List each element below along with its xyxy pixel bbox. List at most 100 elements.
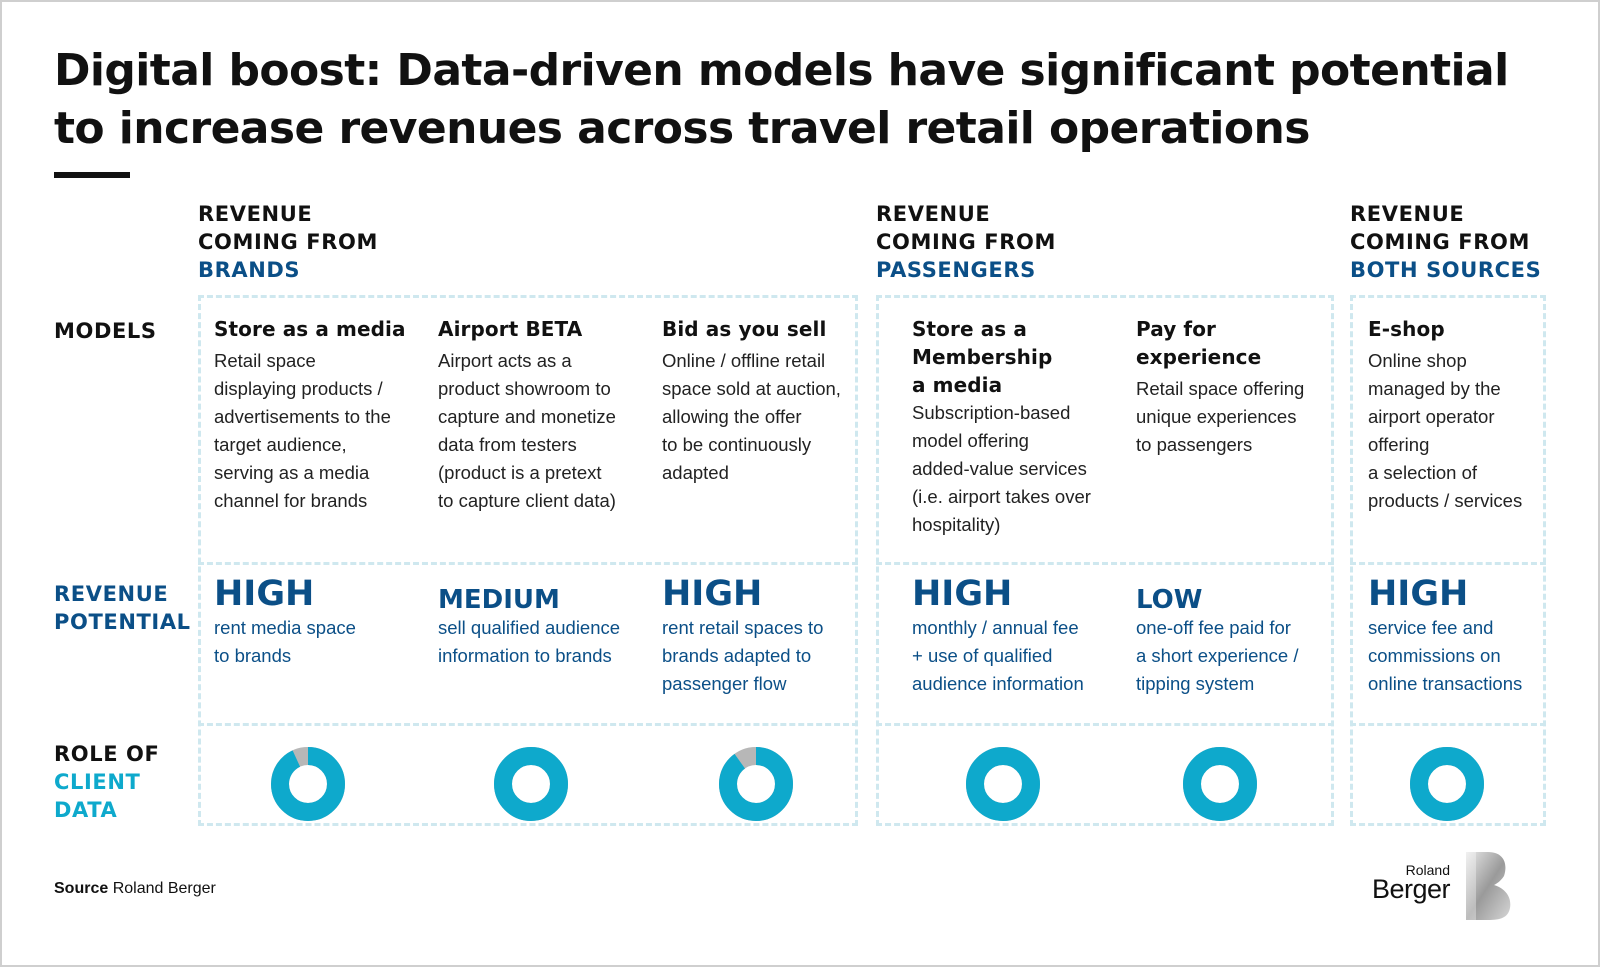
model-bid-as-you-sell: Bid as you sell Online / offline retail … — [662, 315, 862, 487]
desc-line: managed by the — [1368, 378, 1501, 399]
pot-line: passenger flow — [662, 673, 787, 694]
group-head-line2: COMING FROM — [198, 230, 378, 254]
desc-line: capture and monetize — [438, 406, 616, 427]
desc-line: Retail space offering — [1136, 378, 1305, 399]
potential-level: LOW — [1136, 585, 1203, 615]
pot-line: online transactions — [1368, 673, 1523, 694]
model-pay-for-experience: Pay for experience Retail space offering… — [1136, 315, 1336, 459]
pot-line: to brands — [214, 645, 292, 666]
potential-description: one-off fee paid for a short experience … — [1136, 614, 1346, 698]
donut-client-data-segment — [271, 747, 345, 821]
desc-line: a selection of — [1368, 462, 1478, 483]
row-label-line: CLIENT — [54, 770, 141, 794]
row-label-line: DATA — [54, 798, 118, 822]
pot-line: a short experience / — [1136, 645, 1299, 666]
model-name: Store as a Membership a media — [912, 315, 1112, 399]
desc-line: to capture client data) — [438, 490, 616, 511]
pot-line: tipping system — [1136, 673, 1255, 694]
desc-line: advertisements to the — [214, 406, 391, 427]
potential-level: HIGH — [214, 574, 315, 614]
pot-line: monthly / annual fee — [912, 617, 1079, 638]
pot-line: service fee and — [1368, 617, 1494, 638]
client-data-donut — [1183, 747, 1257, 821]
model-e-shop: E-shop Online shop managed by the airpor… — [1368, 315, 1544, 515]
potential-description: service fee and commissions on online tr… — [1368, 614, 1544, 698]
row-label-role-of-client-data: ROLE OF CLIENT DATA — [54, 740, 159, 824]
client-data-donut — [719, 747, 793, 821]
desc-line: (i.e. airport takes over — [912, 486, 1091, 507]
name-line: Membership — [912, 345, 1053, 369]
model-description: Online / offline retail space sold at au… — [662, 347, 862, 487]
model-description: Airport acts as a product showroom to ca… — [438, 347, 638, 515]
potential-store-as-a-media: HIGH rent media space to brands — [214, 574, 424, 670]
model-airport-beta: Airport BETA Airport acts as a product s… — [438, 315, 638, 515]
desc-line: allowing the offer — [662, 406, 802, 427]
model-description: Retail space displaying products / adver… — [214, 347, 414, 515]
potential-airport-beta: MEDIUM sell qualified audience informati… — [438, 574, 648, 670]
name-line: Store as a — [912, 317, 1027, 341]
pot-line: information to brands — [438, 645, 612, 666]
desc-line: model offering — [912, 430, 1029, 451]
desc-line: product showroom to — [438, 378, 611, 399]
name-line: Pay for — [1136, 317, 1217, 341]
model-store-as-a-media: Store as a media Retail space displaying… — [214, 315, 414, 515]
pot-line: + use of qualified — [912, 645, 1053, 666]
pot-line: commissions on — [1368, 645, 1501, 666]
donut-client-data-segment — [966, 747, 1040, 821]
potential-membership: HIGH monthly / annual fee + use of quali… — [912, 574, 1122, 698]
client-data-donut — [494, 747, 568, 821]
desc-line: target audience, — [214, 434, 347, 455]
desc-line: Online / offline retail — [662, 350, 826, 371]
pot-line: rent media space — [214, 617, 356, 638]
group-head-line2: COMING FROM — [1350, 230, 1530, 254]
desc-line: hospitality) — [912, 514, 1001, 535]
potential-e-shop: HIGH service fee and commissions on onli… — [1368, 574, 1544, 698]
model-name: E-shop — [1368, 317, 1445, 341]
page-title: Digital boost: Data-driven models have s… — [54, 45, 1509, 154]
model-store-as-a-membership: Store as a Membership a media Subscripti… — [912, 315, 1112, 539]
group-head-line2: COMING FROM — [876, 230, 1056, 254]
donut-client-data-segment — [1410, 747, 1484, 821]
potential-level: MEDIUM — [438, 585, 560, 615]
potential-description: rent retail spaces to brands adapted to … — [662, 614, 872, 698]
model-name: Pay for experience — [1136, 315, 1336, 371]
desc-line: Online shop — [1368, 350, 1467, 371]
desc-line: displaying products / — [214, 378, 383, 399]
row-separator — [198, 723, 858, 726]
desc-line: added-value services — [912, 458, 1087, 479]
row-separator — [876, 562, 1334, 565]
group-head-line1: REVENUE — [198, 202, 313, 226]
group-head-highlight: BOTH SOURCES — [1350, 258, 1542, 282]
row-separator — [876, 723, 1334, 726]
group-box-passengers — [876, 295, 1334, 826]
source-note: Source Roland Berger — [54, 880, 216, 898]
roland-berger-logo: Roland Berger — [1368, 850, 1518, 922]
donut-client-data-segment — [494, 747, 568, 821]
name-line: experience — [1136, 345, 1262, 369]
model-name: Bid as you sell — [662, 317, 827, 341]
potential-description: sell qualified audience information to b… — [438, 614, 648, 670]
row-label-models: MODELS — [54, 319, 157, 343]
desc-line: airport operator — [1368, 406, 1495, 427]
desc-line: serving as a media — [214, 462, 370, 483]
logo-text-top: Roland — [1405, 862, 1450, 878]
desc-line: to passengers — [1136, 434, 1253, 455]
client-data-donut — [271, 747, 345, 821]
row-label-line: ROLE OF — [54, 742, 160, 766]
donut-client-data-segment — [719, 747, 793, 821]
logo-text-bottom: Berger — [1371, 874, 1451, 904]
model-description: Subscription-based model offering added-… — [912, 399, 1112, 539]
source-label: Source — [54, 880, 109, 897]
client-data-donut — [1410, 747, 1484, 821]
pot-line: sell qualified audience — [438, 617, 621, 638]
name-line: a media — [912, 373, 1003, 397]
donut-client-data-segment — [1183, 747, 1257, 821]
group-head-line1: REVENUE — [1350, 202, 1465, 226]
source-text: Roland Berger — [112, 880, 216, 897]
model-description: Retail space offering unique experiences… — [1136, 375, 1336, 459]
group-box-both-sources — [1350, 295, 1546, 826]
potential-description: monthly / annual fee + use of qualified … — [912, 614, 1122, 698]
pot-line: rent retail spaces to — [662, 617, 824, 638]
desc-line: Retail space — [214, 350, 316, 371]
